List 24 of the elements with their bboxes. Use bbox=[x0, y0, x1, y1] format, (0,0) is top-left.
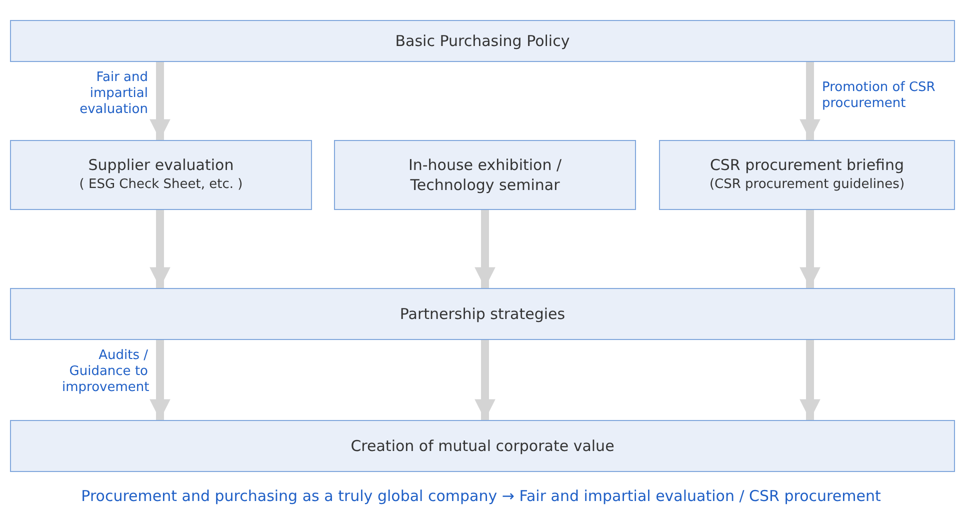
process-box bbox=[10, 20, 955, 62]
arrow bbox=[150, 210, 170, 288]
arrow bbox=[474, 340, 496, 420]
edge-label: Audits / Guidance to improvement bbox=[62, 348, 148, 396]
box-title: In-house exhibition / Technology seminar bbox=[407, 155, 563, 195]
process-box bbox=[10, 140, 312, 210]
box-title: Supplier evaluation bbox=[88, 155, 234, 175]
box-title: CSR procurement briefing bbox=[710, 155, 904, 175]
box-subtitle: (CSR procurement guidelines) bbox=[709, 176, 905, 194]
box-title: Partnership strategies bbox=[400, 304, 566, 324]
arrow bbox=[150, 340, 170, 420]
box-subtitle: ( ESG Check Sheet, etc. ) bbox=[79, 176, 243, 194]
process-box bbox=[10, 420, 955, 472]
process-box bbox=[659, 140, 955, 210]
arrow bbox=[150, 62, 170, 140]
arrow bbox=[800, 62, 820, 140]
arrow bbox=[800, 210, 820, 288]
box-title: Creation of mutual corporate value bbox=[350, 436, 614, 456]
process-box bbox=[10, 288, 955, 340]
box-title: Basic Purchasing Policy bbox=[395, 31, 570, 51]
process-box bbox=[334, 140, 636, 210]
arrow bbox=[474, 210, 496, 288]
arrow bbox=[800, 340, 820, 420]
caption: Procurement and purchasing as a truly global company → Fair and impartial evaluation / CSR procurement bbox=[80, 487, 882, 505]
